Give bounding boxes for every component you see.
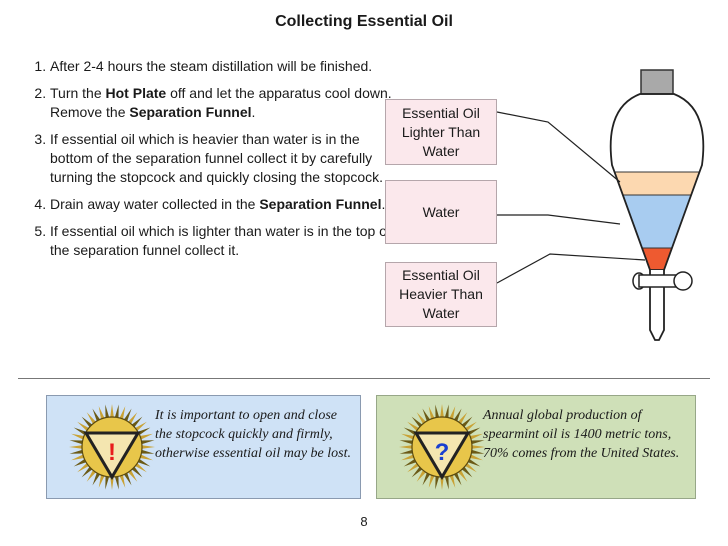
steps-list: After 2-4 hours the steam distillation w… xyxy=(12,57,398,268)
step-text: Turn the xyxy=(50,85,106,101)
step-text: Drain away water collected in the xyxy=(50,196,260,212)
step-item: If essential oil which is lighter than w… xyxy=(50,222,398,260)
leader-line-heavier xyxy=(496,253,646,284)
step-text: If essential oil which is heavier than w… xyxy=(50,131,384,185)
step-text: After 2-4 hours the steam distillation w… xyxy=(50,58,373,74)
question-symbol: ? xyxy=(435,439,450,466)
step-text: . xyxy=(381,196,386,212)
funnel-stopper xyxy=(640,69,674,95)
label-water: Water xyxy=(385,180,497,244)
page-title: Collecting Essential Oil xyxy=(275,13,453,30)
leader-line-water xyxy=(497,214,621,225)
warning-exclamation-icon: ! xyxy=(69,404,155,490)
water-layer xyxy=(610,195,704,248)
step-item: If essential oil which is heavier than w… xyxy=(50,130,398,187)
fact-note: ? Annual global production of spearmint … xyxy=(376,395,696,499)
fact-note-text: Annual global production of spearmint oi… xyxy=(483,408,680,461)
step-text: If essential oil which is lighter than w… xyxy=(50,223,391,258)
step-bold-text: Hot Plate xyxy=(105,85,167,101)
stopcock-handle xyxy=(673,271,693,291)
label-heavier-oil: Essential Oil Heavier Than Water xyxy=(385,262,497,327)
warning-note: ! It is important to open and close the … xyxy=(46,395,361,499)
label-lighter-oil: Essential Oil Lighter Than Water xyxy=(385,99,497,165)
step-text: off and let the apparatus cool down. Rem… xyxy=(50,85,392,120)
step-text: . xyxy=(251,104,256,120)
leader-line-lighter xyxy=(496,111,621,183)
step-bold-text: Separation Funnel xyxy=(129,104,252,120)
section-divider xyxy=(18,378,710,379)
page-number: 8 xyxy=(360,514,368,529)
separation-funnel-diagram xyxy=(496,69,705,341)
lighter-oil-layer xyxy=(610,172,704,195)
step-item: Turn the Hot Plate off and let the appar… xyxy=(50,84,398,122)
step-item: Drain away water collected in the Separa… xyxy=(50,195,398,214)
step-bold-text: Separation Funnel xyxy=(259,196,382,212)
step-item: After 2-4 hours the steam distillation w… xyxy=(50,57,398,76)
warning-symbol: ! xyxy=(108,439,116,466)
warning-note-text: It is important to open and close the st… xyxy=(155,408,351,461)
question-icon: ? xyxy=(399,404,485,490)
